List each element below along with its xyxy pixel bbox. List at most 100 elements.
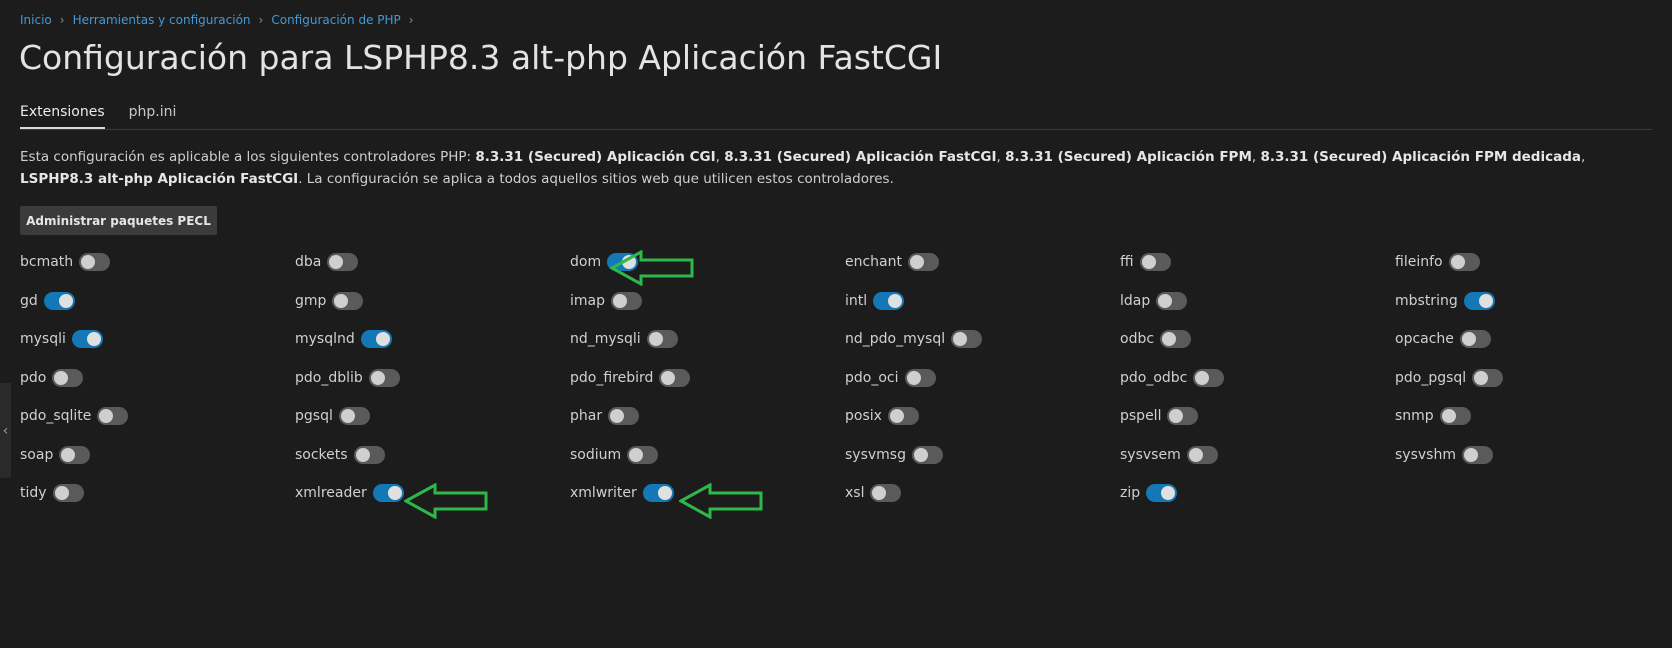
extension-toggle[interactable]: [52, 368, 84, 387]
extension-toggle[interactable]: [1146, 484, 1178, 502]
extension-label: sysvmsg: [845, 446, 906, 463]
toggle-knob: [1461, 332, 1476, 346]
manage-pecl-packages-button[interactable]: Administrar paquetes PECL: [20, 206, 217, 235]
extension-sysvmsg: sysvmsg: [845, 444, 1120, 466]
toggle-knob: [657, 486, 672, 500]
extension-sockets: sockets: [295, 444, 570, 466]
extension-toggle[interactable]: [332, 291, 364, 310]
extension-toggle[interactable]: [43, 291, 75, 310]
breadcrumb-herramientas[interactable]: Herramientas y configuración: [72, 13, 251, 27]
extension-label: mysqli: [20, 331, 66, 347]
extension-toggle[interactable]: [1193, 368, 1225, 387]
extension-toggle[interactable]: [1472, 368, 1504, 387]
extension-pdo-sqlite: pdo_sqlite: [20, 405, 295, 427]
extension-pdo-oci: pdo_oci: [845, 367, 1120, 389]
toggle-knob: [629, 447, 644, 462]
extension-toggle[interactable]: [904, 368, 936, 387]
extension-toggle[interactable]: [52, 484, 84, 502]
extension-toggle[interactable]: [327, 253, 359, 271]
toggle-knob: [913, 447, 928, 462]
extension-toggle[interactable]: [1463, 291, 1495, 310]
extension-toggle[interactable]: [911, 445, 943, 464]
extension-toggle[interactable]: [951, 330, 983, 348]
toggle-knob: [1169, 409, 1184, 423]
toggle-knob: [888, 293, 903, 308]
extension-label: pdo_dblib: [295, 369, 363, 386]
extension-toggle[interactable]: [71, 330, 103, 348]
extension-toggle[interactable]: [646, 330, 678, 348]
extension-label: gd: [20, 292, 38, 309]
extension-label: pdo_firebird: [570, 369, 654, 386]
annotation-arrow-xmlreader: [404, 483, 488, 519]
tab-extensiones[interactable]: Extensiones: [20, 102, 105, 129]
extension-xsl: xsl: [845, 482, 1120, 504]
handlers-description: Esta configuración es aplicable a los si…: [20, 149, 1586, 187]
extension-pdo-odbc: pdo_odbc: [1120, 367, 1395, 389]
extension-toggle[interactable]: [608, 407, 640, 425]
toggle-knob: [872, 486, 887, 500]
extension-toggle[interactable]: [1459, 330, 1491, 348]
extension-toggle[interactable]: [873, 291, 905, 310]
extension-label: ldap: [1120, 292, 1151, 309]
extension-label: pdo_odbc: [1120, 369, 1188, 386]
extension-toggle[interactable]: [1461, 445, 1493, 464]
toggle-knob: [1161, 486, 1176, 500]
extension-toggle[interactable]: [908, 253, 939, 271]
extension-sodium: sodium: [570, 444, 845, 466]
extension-soap: soap: [20, 444, 295, 466]
breadcrumb-configuracion-php[interactable]: Configuración de PHP: [271, 13, 401, 27]
extension-toggle[interactable]: [659, 368, 691, 387]
extension-ffi: ffi: [1120, 251, 1395, 273]
toggle-knob: [54, 486, 69, 500]
extension-label: posix: [845, 408, 882, 424]
toggle-knob: [622, 255, 637, 269]
extension-toggle[interactable]: [1160, 330, 1192, 348]
tab-php-ini[interactable]: php.ini: [128, 104, 177, 120]
extension-toggle[interactable]: [1186, 445, 1218, 464]
extension-label: zip: [1120, 485, 1141, 501]
extension-nd-mysqli: nd_mysqli: [570, 328, 845, 350]
breadcrumb-inicio[interactable]: Inicio: [20, 13, 52, 27]
extension-toggle[interactable]: [59, 445, 91, 464]
extension-mysqlnd: mysqlnd: [295, 328, 570, 350]
extension-toggle[interactable]: [79, 253, 111, 271]
extension-toggle[interactable]: [97, 407, 129, 425]
sidebar-collapse-handle[interactable]: ‹: [0, 383, 11, 478]
extension-toggle[interactable]: [368, 368, 400, 387]
extension-toggle[interactable]: [1167, 407, 1199, 425]
extension-label: sysvshm: [1395, 446, 1456, 463]
toggle-knob: [355, 447, 370, 462]
extension-label: pgsql: [295, 408, 333, 424]
extension-pspell: pspell: [1120, 405, 1395, 427]
description-intro: Esta configuración es aplicable a los si…: [20, 149, 476, 165]
extension-toggle[interactable]: [1448, 253, 1480, 271]
extension-label: mbstring: [1395, 292, 1458, 309]
extension-toggle[interactable]: [360, 330, 392, 348]
extension-label: ffi: [1120, 254, 1134, 270]
extension-xmlwriter: xmlwriter: [570, 482, 845, 504]
extension-toggle[interactable]: [642, 484, 674, 502]
extension-label: imap: [570, 292, 605, 309]
extension-toggle[interactable]: [1156, 291, 1188, 310]
extension-toggle[interactable]: [1439, 407, 1471, 425]
extension-toggle[interactable]: [887, 407, 919, 425]
toggle-knob: [370, 370, 385, 385]
extension-toggle[interactable]: [353, 445, 385, 464]
extension-label: xsl: [845, 485, 865, 501]
extension-posix: posix: [845, 405, 1120, 427]
extension-label: mysqlnd: [295, 331, 355, 347]
extension-toggle[interactable]: [338, 407, 370, 425]
extension-label: pdo_oci: [845, 369, 899, 386]
toggle-knob: [86, 332, 101, 346]
extension-xmlreader: xmlreader: [295, 482, 570, 504]
extension-toggle[interactable]: [627, 445, 659, 464]
extension-toggle[interactable]: [1139, 253, 1171, 271]
extension-toggle[interactable]: [870, 484, 902, 502]
annotation-arrow-xmlwriter: [679, 483, 763, 519]
extension-label: fileinfo: [1395, 254, 1443, 270]
extension-toggle[interactable]: [372, 484, 404, 502]
extension-toggle[interactable]: [611, 291, 642, 310]
toggle-knob: [1162, 332, 1177, 346]
extension-label: nd_pdo_mysql: [845, 331, 946, 347]
extension-label: phar: [570, 408, 603, 424]
